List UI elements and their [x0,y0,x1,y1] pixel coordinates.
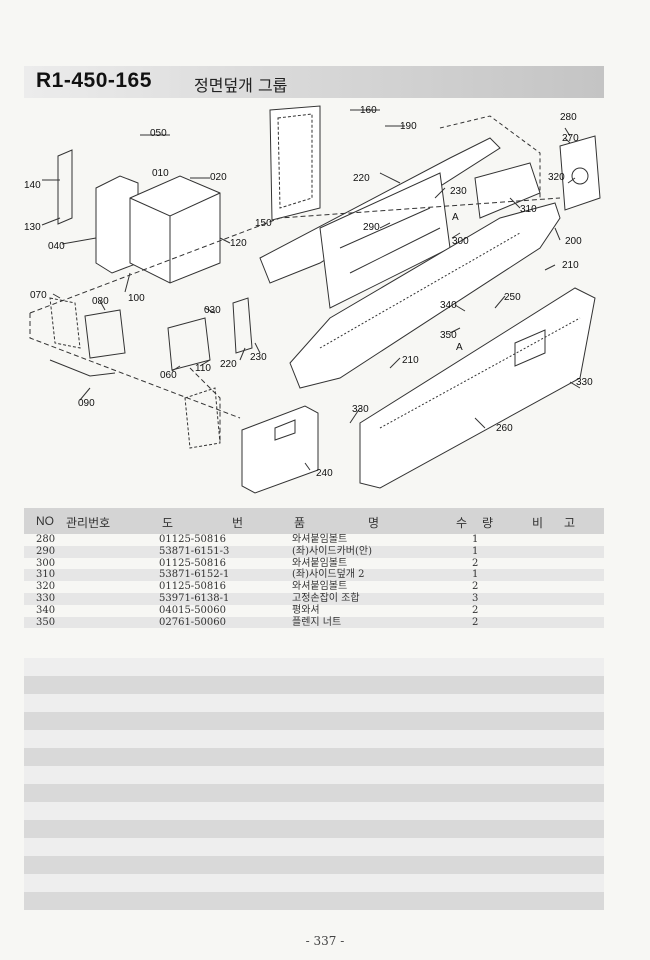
callout-320: 320 [548,172,565,183]
callout-300: 300 [452,236,469,247]
empty-row [24,874,604,892]
callout-290: 290 [363,222,380,233]
callout-220-mid: 220 [220,359,237,370]
callout-030: 030 [204,305,221,316]
callout-120: 120 [230,238,247,249]
callout-250: 250 [504,292,521,303]
callout-210: 210 [562,260,579,271]
callout-280: 280 [560,112,577,123]
header-name-1: 품 [294,516,306,530]
callout-270: 270 [562,133,579,144]
empty-row [24,802,604,820]
exploded-parts-diagram: 280 270 320 310 200 210 250 340 350 A 33… [24,105,601,494]
callout-100: 100 [128,293,145,304]
empty-row [24,694,604,712]
callout-330-right: 330 [576,377,593,388]
empty-table-rows [24,658,604,910]
header-drawing-2: 번 [232,516,244,530]
callout-210-mid: 210 [402,355,419,366]
callout-150: 150 [255,218,272,229]
callout-040: 040 [48,241,65,252]
callout-090: 090 [78,398,95,409]
callout-070: 070 [30,290,47,301]
header-no: NO [36,514,54,528]
empty-row [24,784,604,802]
empty-row [24,820,604,838]
callout-050: 050 [150,128,167,139]
callout-350: 350 [440,330,457,341]
title-bar: R1-450-165 정면덮개 그룹 [24,66,604,98]
callout-340: 340 [440,300,457,311]
callout-230-mid: 230 [250,352,267,363]
table-header: NO 관리번호 도 번 품 명 수 량 비 고 [24,508,604,534]
empty-row [24,730,604,748]
empty-row [24,838,604,856]
header-qty-1: 수 [456,516,468,530]
callout-190: 190 [400,121,417,132]
callout-060: 060 [160,370,177,381]
header-mgmt-no: 관리번호 [66,516,111,530]
callout-310: 310 [520,204,537,215]
header-note-2: 고 [564,516,576,530]
header-qty-2: 량 [482,516,494,530]
callout-020: 020 [210,172,227,183]
group-name: 정면덮개 그룹 [194,76,288,95]
callout-220-top: 220 [353,173,370,184]
callout-230-top: 230 [450,186,467,197]
group-code: R1-450-165 [36,69,152,92]
callout-080: 080 [92,296,109,307]
callout-a-lower: A [456,342,463,353]
callout-160: 160 [360,105,377,116]
callout-130: 130 [24,222,41,233]
empty-row [24,766,604,784]
callout-010: 010 [152,168,169,179]
empty-row [24,748,604,766]
header-note-1: 비 [532,516,544,530]
callout-240: 240 [316,468,333,479]
callout-140: 140 [24,180,41,191]
callout-a-top: A [452,212,459,223]
callout-200: 200 [565,236,582,247]
page-number: - 337 - [305,934,345,948]
empty-row [24,676,604,694]
header-drawing-1: 도 [162,516,174,530]
empty-row [24,856,604,874]
empty-row [24,712,604,730]
callout-330-mid: 330 [352,404,369,415]
header-name-2: 명 [368,516,380,530]
empty-row [24,658,604,676]
empty-row [24,892,604,910]
callout-260: 260 [496,423,513,434]
callout-110: 110 [195,363,211,374]
